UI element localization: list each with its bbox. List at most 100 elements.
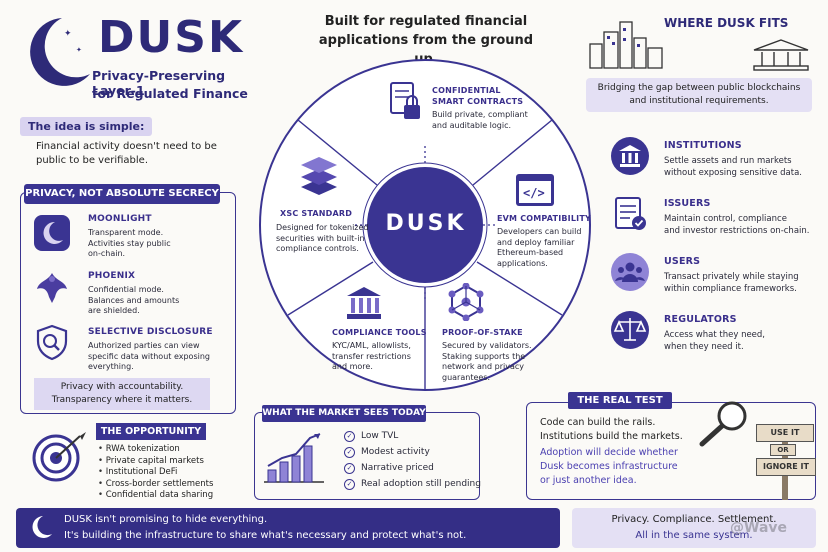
privacy-footer-line-1: Privacy with accountability. [60, 382, 184, 392]
market-item-label: Real adoption still pending [361, 479, 481, 489]
wheel-segment-2-desc-3: network and privacy [442, 362, 524, 371]
code-window-icon: </> [514, 172, 556, 208]
market-item: ✓ Real adoption still pending [344, 476, 481, 492]
wheel-segment-desc-2: Secured by validators. Staking supports … [442, 341, 532, 383]
footer-banner [16, 508, 560, 548]
opportunity-item: Cross-border settlements [98, 479, 214, 491]
signpost: USE IT OR IGNORE IT [756, 420, 816, 502]
headline: Built for regulated financial applicatio… [318, 12, 534, 69]
scales-icon [610, 310, 650, 350]
market-item-label: Low TVL [361, 431, 399, 441]
market-item: ✓Modest activity [344, 444, 481, 460]
network-nodes-icon [446, 282, 486, 322]
wheel-segment-title-2: PROOF-OF-STAKE [442, 328, 523, 337]
brand-subtitle-2: for Regulated Finance [92, 86, 248, 101]
bank-illustration-icon [753, 39, 809, 71]
opportunity-item: Private capital markets [98, 456, 213, 468]
fits-bridge-line-1: Bridging the gap between public blockcha… [597, 83, 801, 93]
footer-right-line-2: All in the same system. [635, 530, 753, 541]
fits-item-0-line-1: Settle assets and run markets [664, 156, 792, 166]
wheel-segment-title-0: CONFIDENTIAL SMART CONTRACTS [432, 86, 523, 107]
realtest-body: Code can build the rails. Institutions b… [540, 416, 683, 444]
shield-magnifier-icon [32, 322, 72, 362]
wheel-segment-4-desc-3: compliance controls. [276, 244, 359, 253]
idea-line-1: Financial activity doesn't need to be [36, 141, 217, 152]
realtest-line-1: Code can build the rails. [540, 417, 656, 428]
fits-item-desc-2: Transact privately while staying within … [664, 271, 799, 295]
privacy-item-desc-2: Authorized parties can view specific dat… [88, 341, 210, 373]
svg-text:✦: ✦ [64, 29, 72, 39]
wheel-center-label: DUSK [385, 211, 467, 236]
opportunity-item: Confidential data sharing [98, 490, 213, 502]
privacy-item-0-line-1: Transparent mode. [88, 228, 164, 237]
bank-building-icon [344, 284, 384, 322]
privacy-item-desc-1: Confidential mode. Balances and amounts … [88, 285, 179, 317]
svg-text:</>: </> [523, 186, 545, 200]
privacy-item-2-line-3: everything. [88, 362, 134, 371]
wheel-segment-2-desc-2: Staking supports the [442, 351, 526, 361]
market-item: ✓ Low TVL [344, 428, 481, 444]
sign-ignore-it: IGNORE IT [756, 458, 816, 476]
footer-line-1: DUSK isn't promising to hide everything. [64, 514, 268, 525]
opportunity-item: RWA tokenization [98, 444, 213, 456]
privacy-item-0-line-3: on-chain. [88, 249, 126, 258]
footer-right-line-1: Privacy. Compliance. Settlement. [611, 514, 777, 525]
privacy-item-2-line-2: specific data without exposing [88, 351, 210, 361]
privacy-item-name-0: MOONLIGHT [88, 214, 152, 224]
check-icon: ✓ [344, 430, 355, 442]
magnifying-glass-icon [699, 401, 747, 447]
privacy-footer: Privacy with accountability. Transparenc… [34, 378, 210, 410]
headline-line-1: Built for regulated financial [324, 14, 528, 29]
footer-line-2: It's building the infrastructure to shar… [64, 530, 467, 541]
fits-item-name-0: INSTITUTIONS [664, 140, 742, 151]
wheel-segment-2-desc-4: guarantees. [442, 372, 491, 382]
privacy-item-1-line-3: are shielded. [88, 306, 140, 315]
check-icon: ✓ [344, 478, 355, 490]
fits-bridge-box: Bridging the gap between public blockcha… [586, 78, 812, 112]
brand-block: ✦ ✦ DUSK Privacy-Preserving Layer-1 for … [14, 8, 254, 108]
fits-item-3-line-2: when they need it. [664, 342, 744, 352]
idea-tag: The idea is simple: [20, 117, 153, 136]
feature-wheel [259, 59, 591, 391]
moon-icon [32, 213, 72, 253]
wheel-segment-0-title-1: CONFIDENTIAL [432, 86, 501, 95]
fits-bridge-line-2: and institutional requirements. [629, 96, 769, 106]
fits-item-desc-0: Settle assets and run markets without ex… [664, 155, 802, 179]
wheel-segment-1-desc-3: Ethereum-based [497, 248, 564, 257]
fits-item-name-3: REGULATORS [664, 314, 737, 325]
realtest-highlight: Adoption will decide whether Dusk become… [540, 446, 678, 488]
brand-subtitle-1: Privacy-Preserving Layer-1 [92, 68, 226, 98]
sign-or: OR [770, 444, 796, 456]
wheel-segment-desc-3: KYC/AML, allowlists, transfer restrictio… [332, 341, 411, 373]
privacy-title: PRIVACY, NOT ABSOLUTE SECRECY [24, 184, 220, 204]
users-group-icon [610, 252, 650, 292]
footer-text: DUSK isn't promising to hide everything.… [64, 512, 466, 544]
fits-item-0-line-2: without exposing sensitive data. [664, 168, 802, 178]
privacy-item-desc-0: Transparent mode. Activities stay public… [88, 228, 171, 260]
opportunity-list: RWA tokenization Private capital markets… [98, 444, 214, 502]
wheel-segment-1-desc-4: applications. [497, 258, 548, 268]
footer-right-box: Privacy. Compliance. Settlement. All in … [572, 508, 816, 548]
sign-use-it: USE IT [756, 424, 814, 442]
wheel-segment-1-desc-1: Developers can build [497, 227, 582, 236]
wheel-segment-3-desc-2: transfer restrictions [332, 351, 411, 361]
wheel-segment-4-desc-2: securities with built-in [276, 233, 365, 243]
wheel-segment-desc-1: Developers can build and deploy familiar… [497, 227, 581, 269]
fits-item-name-1: ISSUERS [664, 198, 711, 209]
institution-icon [610, 136, 650, 176]
privacy-item-2-line-1: Authorized parties can view [88, 341, 200, 350]
privacy-item-name-2: SELECTIVE DISCLOSURE [88, 327, 213, 337]
opportunity-title: THE OPPORTUNITY [96, 423, 206, 440]
document-check-icon [610, 194, 650, 234]
wheel-segment-3-desc-1: KYC/AML, allowlists, [332, 341, 411, 350]
svg-text:✦: ✦ [76, 46, 82, 54]
wheel-segment-title-3: COMPLIANCE TOOLS [332, 328, 427, 337]
market-item-label: Narrative priced [361, 463, 434, 473]
realtest-highlight-line-3: or just another idea. [540, 475, 637, 486]
watermark: @Wave [730, 520, 788, 536]
idea-text: Financial activity doesn't need to be pu… [36, 140, 217, 168]
fits-item-2-line-2: within compliance frameworks. [664, 284, 797, 294]
realtest-highlight-line-2: Dusk becomes infrastructure [540, 461, 678, 472]
phoenix-icon [32, 266, 72, 306]
fits-item-3-line-1: Access what they need, [664, 330, 766, 340]
